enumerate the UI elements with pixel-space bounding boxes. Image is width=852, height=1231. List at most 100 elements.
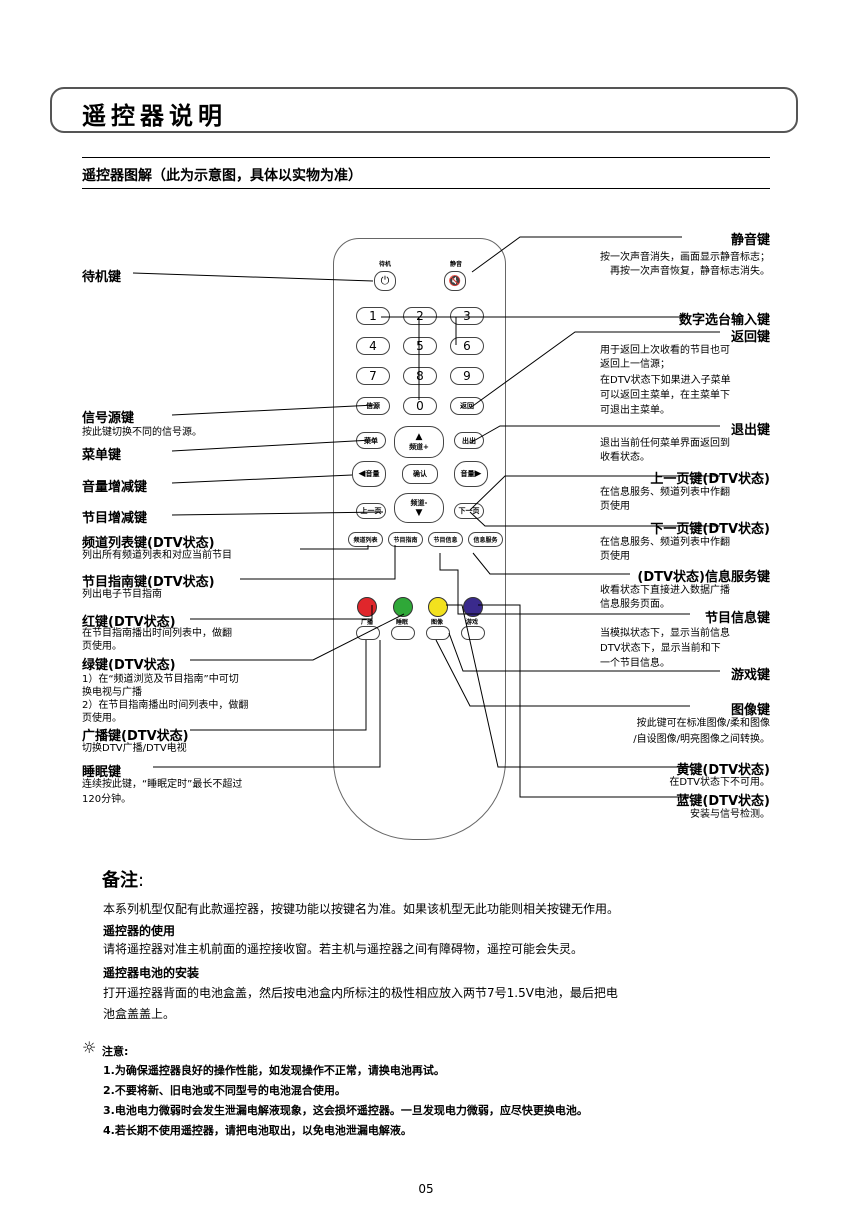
info-service-button[interactable]: 信息服务	[468, 532, 503, 547]
desc-broadcast: 切换DTV广播/DTV电视	[82, 743, 187, 754]
remote-control: 待机 静音 ⏻ 🔇 1 2 3 4 5 6 7 8 9 信源 0 返回 菜单 出…	[333, 238, 506, 840]
desc-return-3: 在DTV状态下如果进入子菜单	[600, 375, 731, 386]
caution-item-2: 2.不要将新、旧电池或不同型号的电池混合使用。	[103, 1084, 346, 1097]
desc-program-info-3: 一个节目信息。	[600, 658, 670, 669]
arrow-up-icon: ▲	[415, 432, 423, 442]
sleep-button[interactable]	[391, 626, 415, 640]
num-5-button[interactable]: 5	[403, 337, 437, 355]
desc-mute-1: 按一次声音消失，画面显示静音标志；	[600, 252, 770, 263]
label-digit: 数字选台输入键	[678, 313, 770, 328]
num-3-button[interactable]: 3	[450, 307, 484, 325]
label-program: 节目增减键	[82, 511, 148, 526]
desc-green-3: 2）在节目指南播出时间列表中，做翻	[82, 700, 249, 711]
volume-down-label: 音量	[365, 470, 380, 478]
channel-up-label: 频道+	[409, 443, 429, 451]
notes-heading-text: 备注	[102, 870, 138, 891]
desc-program-info-2: DTV状态下，显示当前和下	[600, 643, 721, 654]
volume-down-button[interactable]: ◀音量	[352, 461, 386, 487]
num-7-button[interactable]: 7	[356, 367, 390, 385]
label-mute: 静音键	[730, 233, 770, 248]
desc-prev-2: 页使用	[600, 501, 630, 512]
green-button[interactable]	[393, 597, 413, 617]
page-number: 05	[418, 1182, 434, 1196]
label-green: 绿键(DTV状态)	[82, 658, 176, 673]
lightbulb-icon: ☼	[82, 1038, 97, 1057]
arrow-down-icon: ▼	[415, 508, 423, 518]
label-guide: 节目指南键(DTV状态)	[82, 575, 215, 590]
desc-return-1: 用于返回上次收看的节目也可	[600, 345, 730, 356]
label-program-info: 节目信息键	[704, 611, 770, 626]
label-menu: 菜单键	[82, 448, 122, 463]
label-prev-page: 上一页键(DTV状态)	[650, 472, 770, 487]
next-page-button[interactable]: 下一页	[454, 503, 484, 519]
caution-heading: 注意:	[102, 1045, 129, 1058]
label-red: 红键(DTV状态)	[82, 615, 176, 630]
desc-green-1: 1）在“频道浏览及节目指南”中可切	[82, 674, 239, 685]
game-button[interactable]	[461, 626, 485, 640]
label-sleep: 睡眠键	[82, 765, 122, 780]
game-label: 游戏	[465, 619, 478, 626]
mute-button[interactable]: 🔇	[444, 271, 466, 291]
notes-heading-battery: 遥控器电池的安装	[103, 966, 200, 980]
program-info-button[interactable]: 节目信息	[428, 532, 463, 547]
menu-button[interactable]: 菜单	[356, 432, 386, 449]
arrow-right-icon: ▶	[474, 469, 482, 479]
return-button[interactable]: 返回	[450, 397, 484, 415]
sleep-label: 睡眠	[395, 619, 408, 626]
desc-green-2: 换电视与广播	[82, 687, 142, 698]
notes-paragraph-3a: 打开遥控器背面的电池盒盖，然后按电池盒内所标注的极性相应放入两节7号1.5V电池…	[103, 986, 618, 1000]
desc-picture-2: /自设图像/明亮图像之间转换。	[633, 734, 770, 745]
notes-heading: 备注:	[102, 870, 145, 891]
num-8-button[interactable]: 8	[403, 367, 437, 385]
label-blue: 蓝键(DTV状态)	[676, 794, 770, 809]
label-volume: 音量增减键	[82, 480, 148, 495]
num-4-button[interactable]: 4	[356, 337, 390, 355]
num-9-button[interactable]: 9	[450, 367, 484, 385]
standby-button[interactable]: ⏻	[374, 271, 396, 291]
desc-info-service-2: 信息服务页面。	[600, 599, 670, 610]
broadcast-button[interactable]	[356, 626, 380, 640]
label-source: 信号源键	[82, 411, 135, 426]
mute-label: 静音	[449, 261, 462, 268]
exit-button[interactable]: 出出	[454, 432, 484, 449]
notes-paragraph-3b: 池盒盖盖上。	[103, 1007, 176, 1021]
desc-sleep-2: 120分钟。	[82, 794, 132, 805]
num-0-button[interactable]: 0	[403, 397, 437, 415]
label-picture: 图像键	[730, 703, 770, 718]
desc-channel-list: 列出所有频道列表和对应当前节目	[82, 550, 232, 561]
arrow-left-icon: ◀	[358, 469, 366, 479]
num-6-button[interactable]: 6	[450, 337, 484, 355]
picture-label: 图像	[430, 619, 443, 626]
notes-paragraph-2: 请将遥控器对准主机前面的遥控接收窗。若主机与遥控器之间有障碍物，遥控可能会失灵。	[103, 942, 584, 956]
page-title: 遥控器说明	[82, 102, 227, 130]
desc-mute-2: 再按一次声音恢复，静音标志消失。	[610, 266, 770, 277]
num-1-button[interactable]: 1	[356, 307, 390, 325]
desc-blue: 安装与信号检测。	[690, 809, 770, 820]
picture-button[interactable]	[426, 626, 450, 640]
label-yellow: 黄键(DTV状态)	[676, 763, 770, 778]
notes-heading-usage: 遥控器的使用	[103, 924, 176, 938]
volume-up-button[interactable]: 音量▶	[454, 461, 488, 487]
red-button[interactable]	[357, 597, 377, 617]
blue-button[interactable]	[463, 597, 483, 617]
channel-list-button[interactable]: 频道列表	[348, 532, 383, 547]
broadcast-label: 广播	[360, 619, 373, 626]
num-2-button[interactable]: 2	[403, 307, 437, 325]
channel-down-button[interactable]: 频道-▼	[394, 493, 444, 523]
desc-source: 按此键切换不同的信号源。	[82, 427, 202, 438]
channel-up-button[interactable]: ▲频道+	[394, 426, 444, 458]
prev-page-button[interactable]: 上一页	[356, 503, 386, 519]
caution-item-3: 3.电池电力微弱时会发生泄漏电解液现象，这会损坏遥控器。一旦发现电力微弱，应尽快…	[103, 1104, 588, 1117]
mute-icon: 🔇	[448, 275, 462, 287]
caution-item-4: 4.若长期不使用遥控器，请把电池取出，以免电池泄漏电解液。	[103, 1124, 412, 1137]
program-guide-button[interactable]: 节目指南	[388, 532, 423, 547]
desc-return-4: 可以返回主菜单，在主菜单下	[600, 390, 730, 401]
desc-info-service-1: 收看状态下直接进入数据广播	[600, 585, 730, 596]
source-button[interactable]: 信源	[356, 397, 390, 415]
yellow-button[interactable]	[428, 597, 448, 617]
desc-sleep-1: 连续按此键，“睡眠定时”最长不超过	[82, 779, 243, 790]
standby-label: 待机	[378, 261, 391, 268]
desc-return-2: 返回上一信源；	[600, 359, 670, 370]
ok-button[interactable]: 确认	[402, 464, 438, 484]
volume-up-label: 音量	[460, 470, 475, 478]
